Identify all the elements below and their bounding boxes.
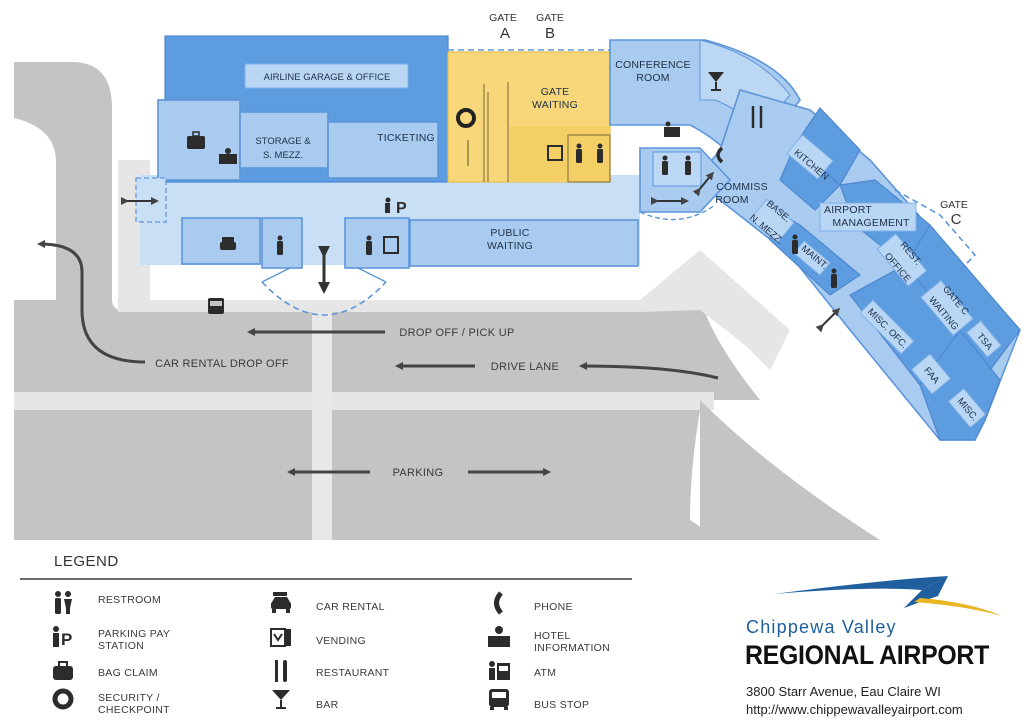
phone-icon <box>494 591 503 615</box>
restaurant-icon <box>751 106 763 128</box>
parking-label: PARKING <box>393 467 444 479</box>
atm-icon <box>489 661 510 680</box>
legend-label: VENDING <box>316 635 366 647</box>
commiss-room-label: COMMISS <box>716 181 768 193</box>
legend-label: PARKING PAY STATION <box>98 628 171 652</box>
legend-label: BAG CLAIM <box>98 667 158 679</box>
brand-website-link[interactable]: http://www.chippewavalleyairport.com <box>746 702 963 717</box>
public-waiting-room <box>409 219 639 267</box>
svg-text:A: A <box>500 25 510 42</box>
storage-label: STORAGE & <box>255 136 311 147</box>
legend-item-bar: BAR <box>238 686 438 716</box>
legend-item-restroom: RESTROOM <box>20 590 220 620</box>
brand-name-line2: REGIONAL AIRPORT <box>745 640 990 670</box>
legend-label: BUS STOP <box>534 699 590 711</box>
gate-b-label: GATE B <box>536 12 564 42</box>
restroom-icon <box>55 591 72 614</box>
legend-title: LEGEND <box>54 553 119 570</box>
legend-item-parking-pay: P PARKING PAY STATION <box>20 624 220 654</box>
airport-management-label-2: MANAGEMENT <box>832 217 910 229</box>
restaurant-icon <box>275 660 287 682</box>
legend-item-atm: ATM <box>456 658 656 688</box>
brand-name-line1: Chippewa Valley <box>746 617 897 637</box>
drop-off-label: DROP OFF / PICK UP <box>399 327 514 339</box>
airport-branding: Chippewa Valley REGIONAL AIRPORT 3800 St… <box>740 568 1020 718</box>
svg-text:GATE: GATE <box>489 12 517 24</box>
legend-label: CAR RENTAL <box>316 601 385 613</box>
terminal-building <box>135 35 1021 441</box>
entrance-arrows <box>121 140 841 333</box>
svg-text:P: P <box>396 200 407 217</box>
bar-icon <box>272 690 290 709</box>
svg-text:C: C <box>951 211 962 228</box>
legend-item-phone: PHONE <box>456 590 656 620</box>
commiss-room-label-2: ROOM <box>715 194 748 206</box>
storage-label-2: S. MEZZ. <box>263 150 303 161</box>
brand-address: 3800 Starr Avenue, Eau Claire WI <box>746 684 941 699</box>
legend-item-security: SECURITY / CHECKPOINT <box>20 686 220 716</box>
legend-label: HOTEL INFORMATION <box>534 630 611 654</box>
gate-c-label: GATE C <box>940 199 968 228</box>
legend-item-vending: VENDING <box>238 624 438 654</box>
security-icon <box>52 688 74 710</box>
legend-item-restaurant: RESTAURANT <box>238 658 438 688</box>
security-checkpoint-icon <box>456 108 476 128</box>
car-rental-icon <box>271 592 291 613</box>
phone-icon <box>716 146 724 164</box>
svg-text:GATE: GATE <box>536 12 564 24</box>
hotel-info-icon <box>219 148 237 164</box>
drive-lane-label: DRIVE LANE <box>491 361 559 373</box>
atm-icon <box>664 121 680 137</box>
drive-lane-arrow-2 <box>579 362 719 380</box>
gate-waiting-label-2: WAITING <box>532 99 578 111</box>
bag-claim-icon <box>53 661 73 680</box>
map-legend: LEGEND RESTROOM P PARKING PAY STATION BA… <box>20 550 632 720</box>
ticketing-label: TICKETING <box>377 132 435 144</box>
car-rental-icon <box>220 237 236 250</box>
svg-text:P: P <box>61 630 72 649</box>
conference-room-label: CONFERENCE <box>615 59 691 71</box>
bar-icon <box>708 72 724 91</box>
legend-item-hotel-info: HOTEL INFORMATION <box>456 624 656 654</box>
airline-garage-label: AIRLINE GARAGE & OFFICE <box>264 72 391 83</box>
legend-label: RESTAURANT <box>316 667 390 679</box>
car-rental-drop-label: CAR RENTAL DROP OFF <box>155 358 289 370</box>
legend-divider <box>20 578 632 580</box>
airport-management-label: AIRPORT <box>824 204 872 216</box>
legend-label: RESTROOM <box>98 594 162 606</box>
gate-a-label: GATE A <box>489 12 517 42</box>
bus-stop-icon <box>208 298 224 314</box>
svg-text:GATE: GATE <box>940 199 968 211</box>
legend-label: BAR <box>316 699 339 711</box>
legend-label: SECURITY / CHECKPOINT <box>98 692 170 716</box>
parking-pay-icon: P <box>385 197 407 217</box>
legend-label: PHONE <box>534 601 573 613</box>
vending-icon <box>270 628 291 647</box>
bus-stop-icon <box>489 689 509 710</box>
legend-item-car-rental: CAR RENTAL <box>238 590 438 620</box>
legend-item-bag-claim: BAG CLAIM <box>20 658 220 688</box>
svg-text:B: B <box>545 25 555 42</box>
gate-waiting-label: GATE <box>541 86 570 98</box>
bag-claim-icon <box>187 131 205 149</box>
restroom-icon <box>277 143 837 288</box>
legend-item-bus-stop: BUS STOP <box>456 686 656 716</box>
parking-pay-icon: P <box>53 626 72 649</box>
public-waiting-label: PUBLIC <box>490 227 529 239</box>
public-waiting-label-2: WAITING <box>487 240 533 252</box>
legend-label: ATM <box>534 667 557 679</box>
car-rental-drop-arrow <box>37 240 146 364</box>
ground-layer <box>14 62 880 540</box>
conference-room-label-2: ROOM <box>636 72 669 84</box>
hotel-info-icon <box>488 626 510 647</box>
airport-logo-swoosh <box>774 576 1000 616</box>
vending-icon <box>383 145 563 254</box>
